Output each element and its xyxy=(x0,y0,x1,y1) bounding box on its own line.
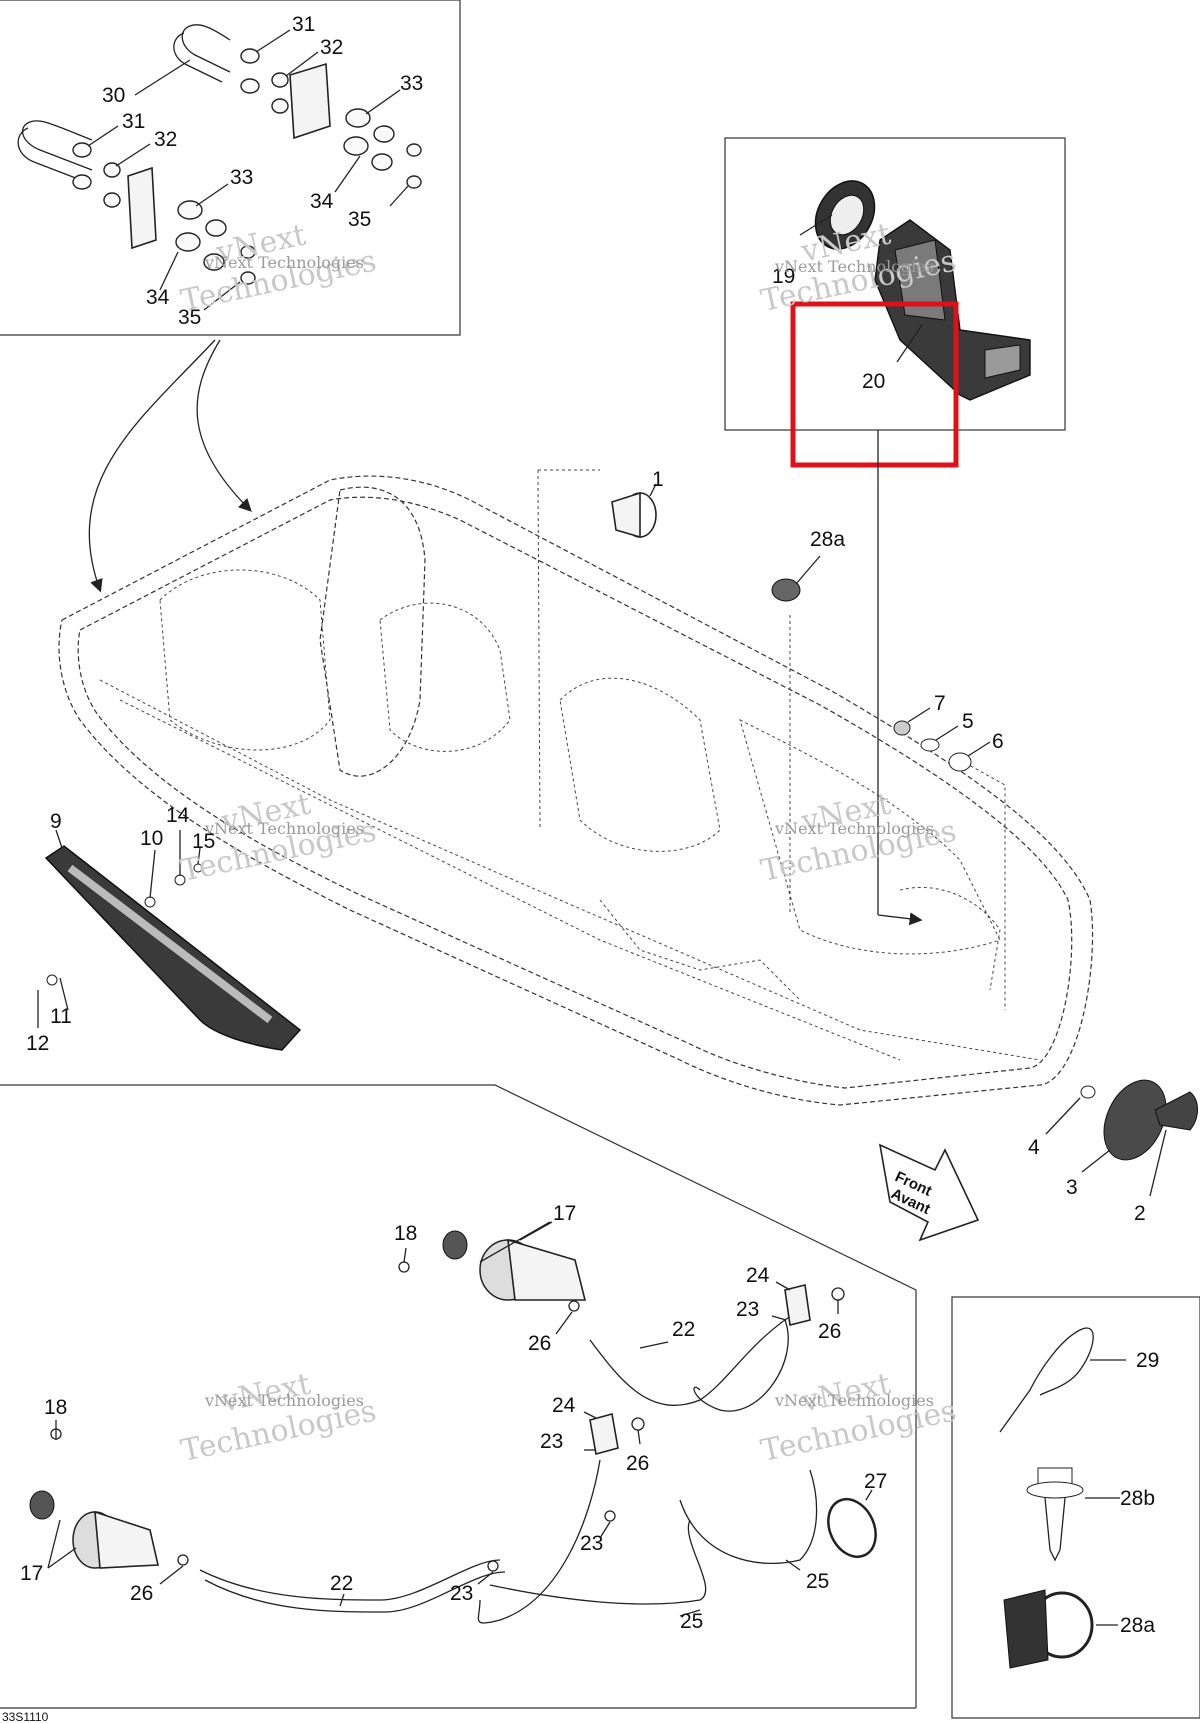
callout-10: 10 xyxy=(140,827,163,850)
callout-24-top: 24 xyxy=(746,1264,770,1287)
callout-14: 14 xyxy=(166,804,190,827)
callout-28b: 28b xyxy=(1120,1487,1155,1510)
callout-23-right: 23 xyxy=(580,1532,603,1555)
callout-23-top: 23 xyxy=(736,1298,759,1321)
callout-18-bottom: 18 xyxy=(44,1396,67,1419)
callout-1: 1 xyxy=(652,468,664,491)
callout-32-mid: 32 xyxy=(154,128,177,151)
callout-7: 7 xyxy=(934,692,946,715)
callout-33-mid: 33 xyxy=(230,166,253,189)
watermark-4-caption: vNext Technologies xyxy=(774,819,934,838)
callout-25-right: 25 xyxy=(806,1570,829,1593)
callout-17-top: 17 xyxy=(553,1202,576,1225)
callout-4: 4 xyxy=(1028,1136,1040,1159)
callout-25-bottom: 25 xyxy=(680,1610,703,1633)
callout-11: 11 xyxy=(50,1005,72,1028)
inset-bilge-hoses: 17 18 26 22 24 23 26 18 24 23 26 27 17 2… xyxy=(0,1084,917,1709)
hull-outline xyxy=(58,469,1094,1106)
callout-26-mid: 26 xyxy=(626,1452,649,1475)
callout-29: 29 xyxy=(1136,1349,1159,1372)
callout-28a-bottom: 28a xyxy=(1120,1614,1155,1637)
callout-26-right: 26 xyxy=(818,1320,841,1343)
watermark-2-caption: vNext Technologies xyxy=(774,257,934,276)
watermark-1-caption: vNext Technologies xyxy=(204,253,364,272)
callout-23-bottom: 23 xyxy=(450,1582,473,1605)
parts-5-6-7: 7 5 6 xyxy=(893,692,1004,772)
callout-17-bottom: 17 xyxy=(20,1562,43,1585)
watermark-3-caption: vNext Technologies xyxy=(204,819,364,838)
watermark-6: vNext Technologies xyxy=(758,1367,959,1469)
figure-code: 33S1110 xyxy=(2,1710,49,1723)
part-9-grate: 9 10 14 15 11 12 xyxy=(26,804,302,1055)
callout-31-top: 31 xyxy=(292,13,315,36)
watermark-6-caption: vNext Technologies xyxy=(774,1391,934,1410)
part-28a-clamp-top: 28a xyxy=(771,528,845,602)
callout-15: 15 xyxy=(192,830,215,853)
callout-24-bottom: 24 xyxy=(552,1394,576,1417)
callout-30: 30 xyxy=(102,84,125,107)
callout-6: 6 xyxy=(992,730,1004,753)
watermark-5-caption: vNext Technologies xyxy=(204,1391,364,1410)
callout-9: 9 xyxy=(50,810,62,833)
inset-bumper-kit: 31 32 33 30 31 32 33 34 35 34 35 xyxy=(0,0,461,336)
callout-34-left: 34 xyxy=(146,286,170,309)
callout-22-bottom: 22 xyxy=(330,1572,353,1595)
callout-23-mid: 23 xyxy=(540,1430,563,1453)
callout-27: 27 xyxy=(864,1470,887,1493)
watermark-5: vNext Technologies xyxy=(178,1367,379,1469)
callout-2: 2 xyxy=(1134,1202,1146,1225)
highlight-box xyxy=(790,301,959,468)
callout-33-top: 33 xyxy=(400,72,423,95)
callout-5: 5 xyxy=(962,710,974,733)
callout-19: 19 xyxy=(772,265,795,288)
parts-2-3-4-drain: 4 3 2 xyxy=(1028,1079,1198,1225)
inset-handle-parts: 19 20 xyxy=(724,137,1066,431)
part-1-sleeve: 1 xyxy=(611,468,664,539)
callout-26-bottom: 26 xyxy=(130,1582,153,1605)
inset-fasteners: 29 28b 28a xyxy=(951,1296,1200,1719)
callout-32-top: 32 xyxy=(320,36,343,59)
callout-20: 20 xyxy=(862,370,885,393)
callout-28a-top: 28a xyxy=(810,528,845,551)
callout-34-right: 34 xyxy=(310,190,334,213)
callout-26-left: 26 xyxy=(528,1332,551,1355)
callout-35-right: 35 xyxy=(348,208,371,231)
callout-12: 12 xyxy=(26,1032,49,1055)
callout-3: 3 xyxy=(1066,1176,1078,1199)
callout-18-top: 18 xyxy=(394,1222,417,1245)
callout-22-top: 22 xyxy=(672,1318,695,1341)
callout-31-mid: 31 xyxy=(122,110,145,133)
callout-35-left: 35 xyxy=(178,306,201,329)
front-arrow: Front Avant xyxy=(878,1143,980,1242)
